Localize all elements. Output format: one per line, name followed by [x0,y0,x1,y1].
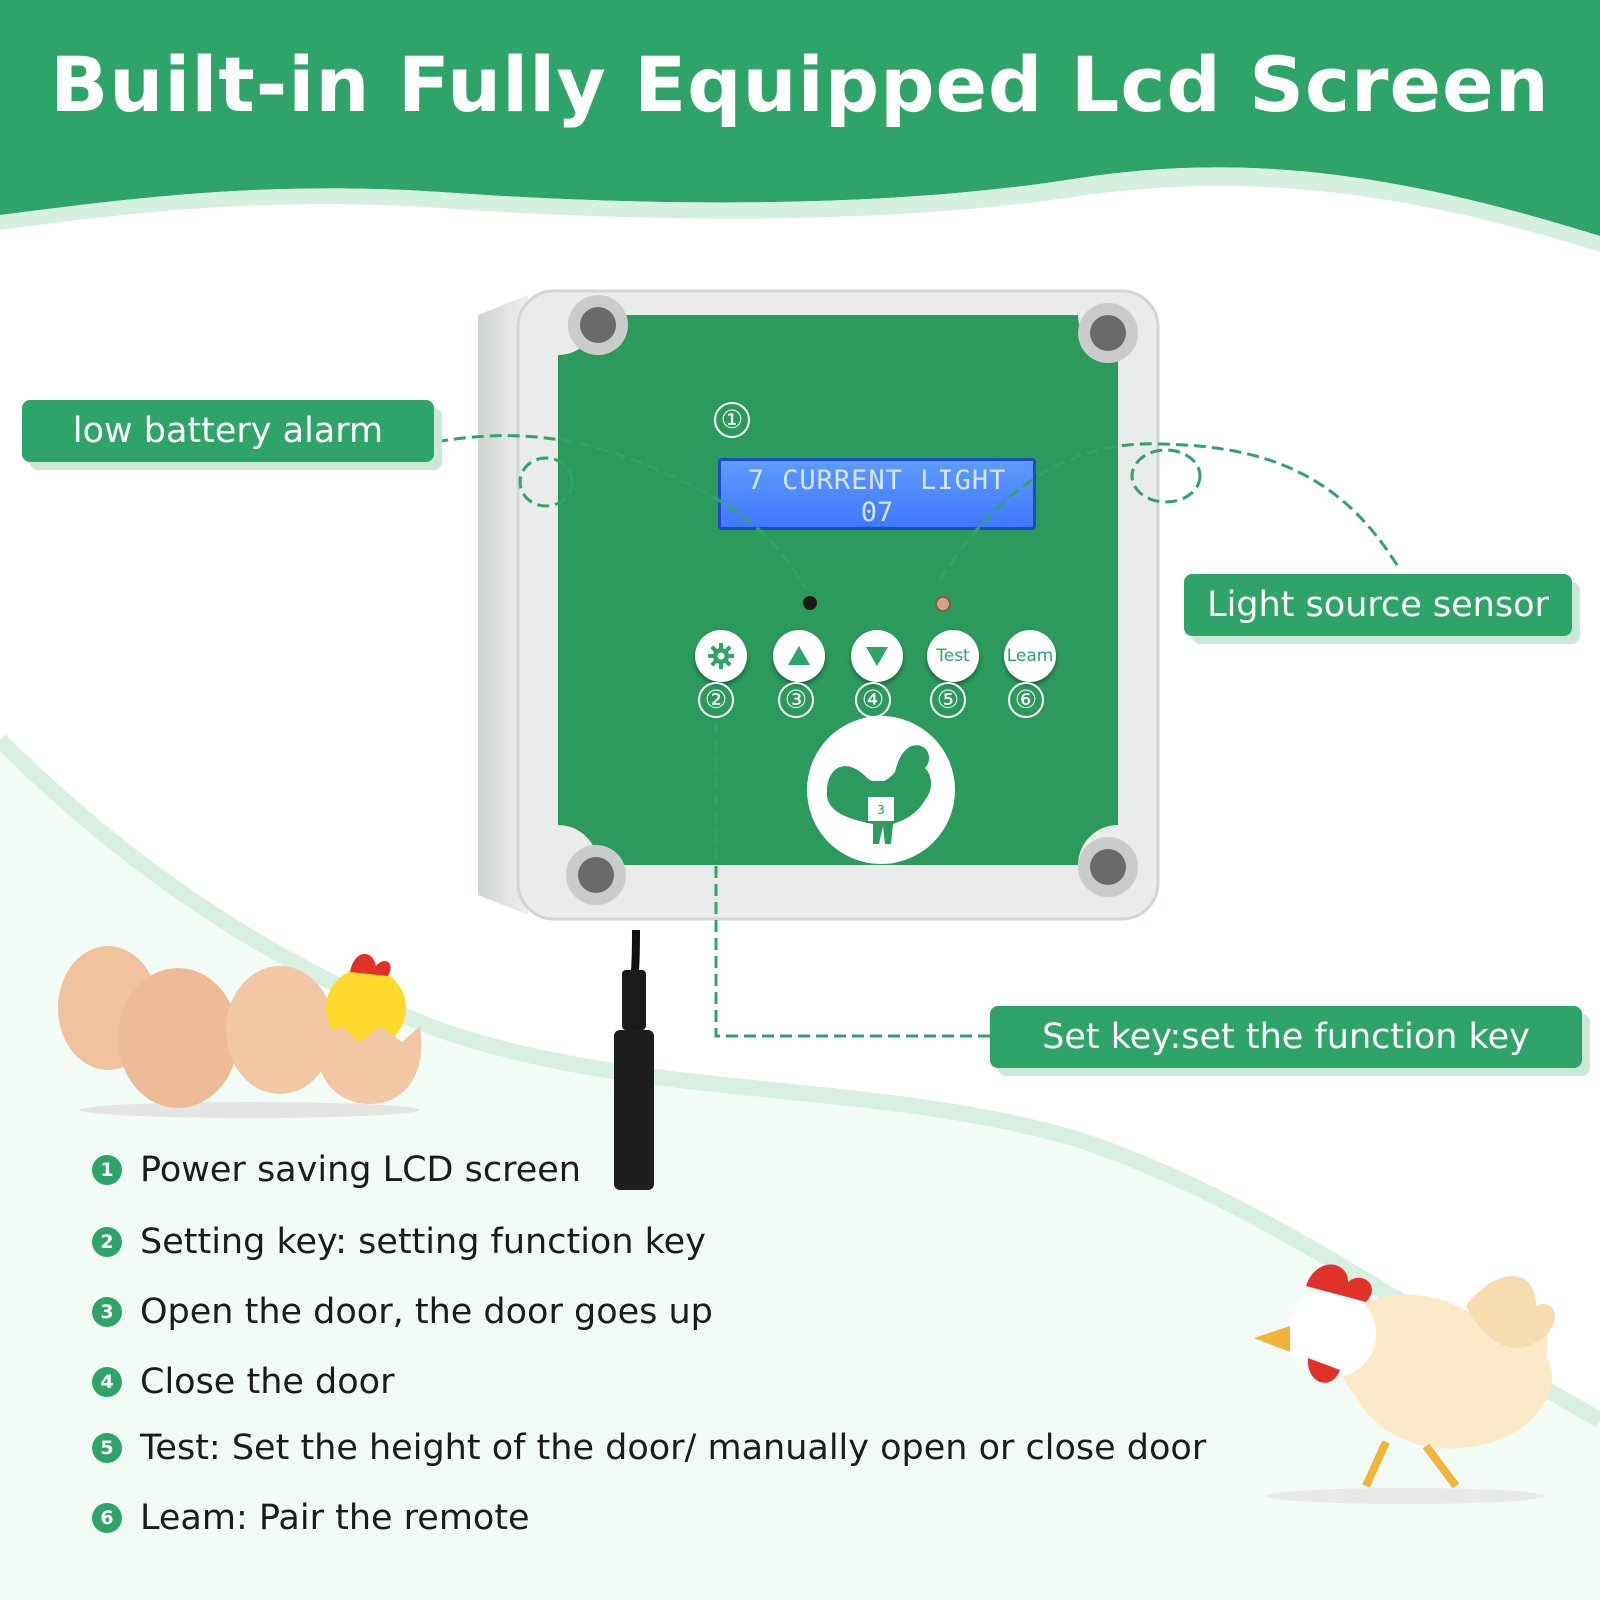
feature-number: 1 [92,1155,122,1185]
feature-text: Power saving LCD screen [140,1150,581,1190]
feature-number: 2 [92,1227,122,1257]
feature-number: 4 [92,1367,122,1397]
test-key-button[interactable]: Test [927,630,979,682]
callout-light-source-sensor: Light source sensor [1184,574,1572,636]
feature-text: Setting key: setting function key [140,1222,706,1262]
light-sensor-icon [935,596,951,612]
up-key-button[interactable] [773,630,825,682]
rooster-icon: 3 [826,745,931,844]
controller-housing [478,289,1160,921]
feature-text: Test: Set the height of the door/ manual… [140,1428,1207,1468]
down-key-button[interactable] [851,630,903,682]
key-number-6: ⑥ [1008,682,1044,718]
battery-alarm-indicator [803,596,817,610]
arrow-up-icon [788,646,810,665]
feature-text: Open the door, the door goes up [140,1292,713,1332]
screw-icon [566,295,1138,905]
gear-icon [708,643,734,669]
feature-number: 5 [92,1433,122,1463]
eggs-chick-illustration [58,946,422,1118]
test-key-label: Test [936,646,970,666]
lcd-line-2: 07 [860,497,894,528]
callout-set-key: Set key:set the function key [990,1006,1582,1068]
lcd-line-1: 7 CURRENT LIGHT [747,465,1007,496]
feature-number: 3 [92,1297,122,1327]
callout-low-battery-alarm: low battery alarm [22,400,434,462]
feature-number: 6 [92,1503,122,1533]
rooster-logo: 3 [807,716,955,864]
hen-illustration [1254,1264,1555,1504]
page-title: Built-in Fully Equipped Lcd Screen [50,40,1550,129]
logo-weight-label: 3 [877,803,885,817]
lcd-screen: 7 CURRENT LIGHT 07 [718,458,1036,530]
key-number-3: ③ [778,682,814,718]
key-number-5: ⑤ [930,682,966,718]
power-cable [614,930,654,1190]
feature-text: Close the door [140,1362,395,1402]
key-number-2: ② [698,682,734,718]
feature-text: Leam: Pair the remote [140,1498,530,1538]
arrow-down-icon [866,647,888,666]
lcd-marker: ① [714,402,750,438]
learn-key-button[interactable]: Leam [1004,630,1056,682]
learn-key-label: Leam [1006,646,1054,666]
setting-key-button[interactable] [695,630,747,682]
